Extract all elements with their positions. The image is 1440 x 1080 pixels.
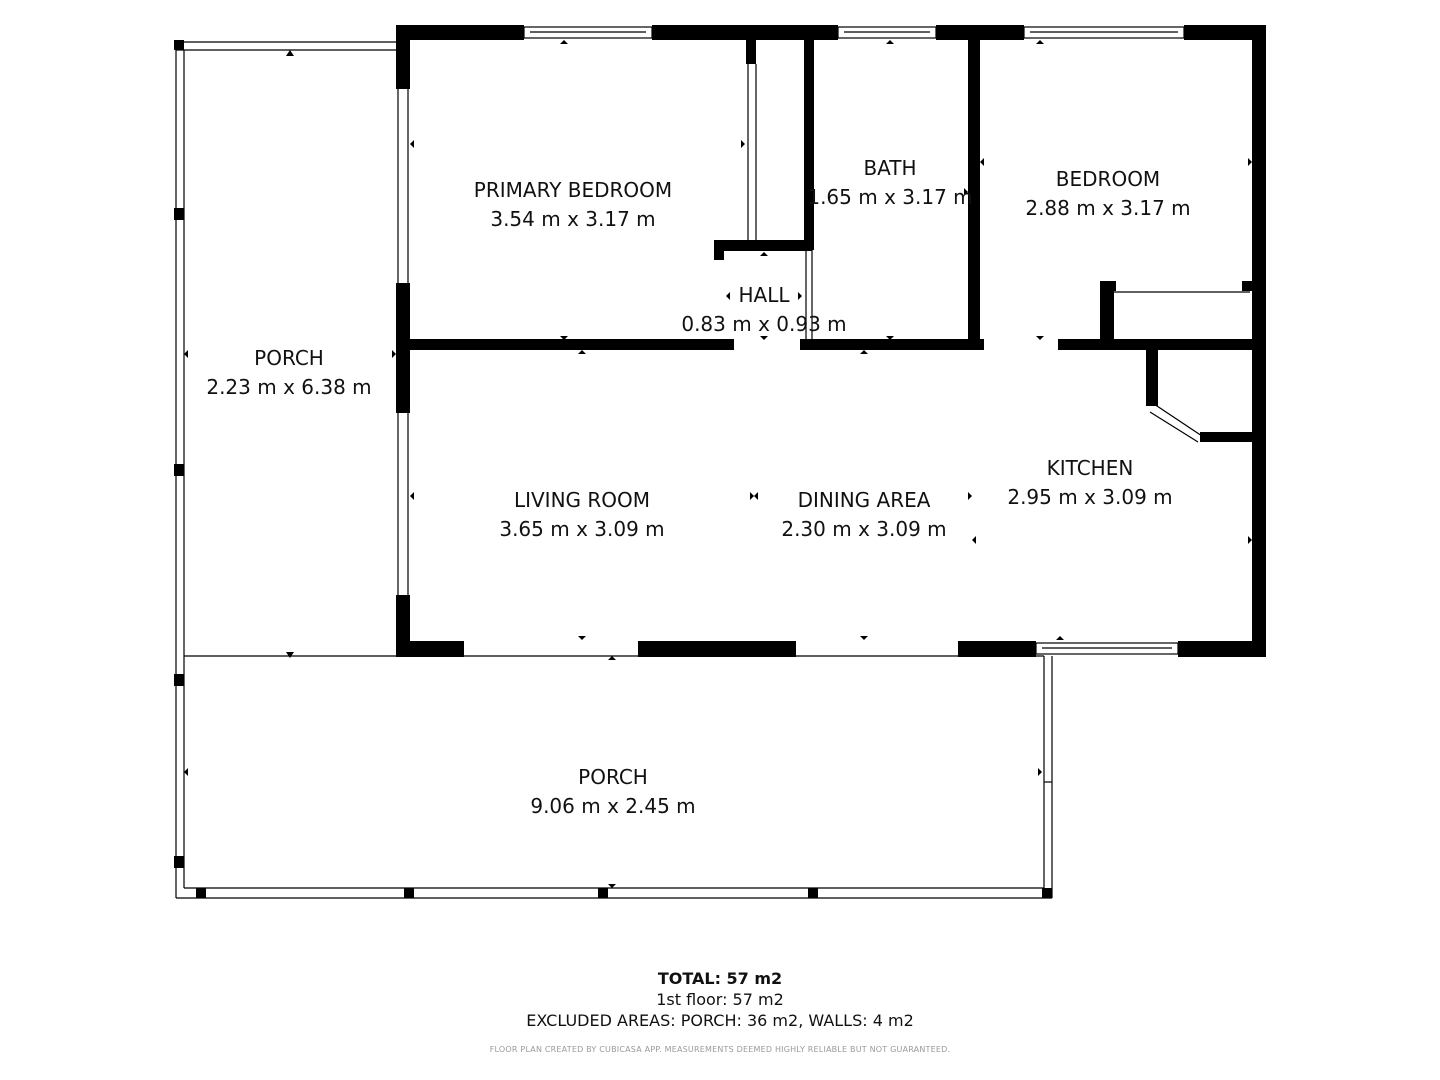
- room-dimensions: 2.95 m x 3.09 m: [1007, 485, 1172, 509]
- room-name: HALL: [738, 283, 790, 307]
- room-label-bath: BATH 1.65 m x 3.17 m: [807, 156, 972, 209]
- room-dimensions: 3.54 m x 3.17 m: [490, 207, 655, 231]
- room-label-dining-area: DINING AREA 2.30 m x 3.09 m: [781, 488, 946, 541]
- room-name: DINING AREA: [798, 488, 931, 512]
- floor-area: 1st floor: 57 m2: [656, 990, 784, 1009]
- room-dimensions: 2.88 m x 3.17 m: [1025, 196, 1190, 220]
- disclaimer: FLOOR PLAN CREATED BY CUBICASA APP. MEAS…: [489, 1045, 951, 1054]
- room-name: PORCH: [254, 346, 324, 370]
- room-label-primary-bedroom: PRIMARY BEDROOM 3.54 m x 3.17 m: [474, 178, 672, 231]
- room-name: BEDROOM: [1056, 167, 1160, 191]
- room-dimensions: 9.06 m x 2.45 m: [530, 794, 695, 818]
- room-name: PORCH: [578, 765, 648, 789]
- room-label-hall: HALL 0.83 m x 0.93 m: [681, 283, 846, 336]
- room-name: BATH: [863, 156, 916, 180]
- room-label-living-room: LIVING ROOM 3.65 m x 3.09 m: [499, 488, 664, 541]
- room-label-bedroom: BEDROOM 2.88 m x 3.17 m: [1025, 167, 1190, 220]
- room-dimensions: 1.65 m x 3.17 m: [807, 185, 972, 209]
- room-label-porch-bottom: PORCH 9.06 m x 2.45 m: [530, 765, 695, 818]
- dimension-markers: [184, 40, 1252, 888]
- room-name: LIVING ROOM: [514, 488, 650, 512]
- room-dimensions: 3.65 m x 3.09 m: [499, 517, 664, 541]
- room-dimensions: 2.30 m x 3.09 m: [781, 517, 946, 541]
- interior-walls: [396, 40, 1266, 443]
- excluded-areas: EXCLUDED AREAS: PORCH: 36 m2, WALLS: 4 m…: [526, 1011, 914, 1030]
- room-dimensions: 2.23 m x 6.38 m: [206, 375, 371, 399]
- room-label-porch-left: PORCH 2.23 m x 6.38 m: [206, 346, 371, 399]
- total-area: TOTAL: 57 m2: [657, 969, 783, 988]
- windows: [397, 26, 1185, 655]
- porch-outline: [174, 40, 1053, 899]
- room-name: KITCHEN: [1047, 456, 1134, 480]
- room-label-kitchen: KITCHEN 2.95 m x 3.09 m: [1007, 456, 1172, 509]
- area-summary: TOTAL: 57 m2 1st floor: 57 m2 EXCLUDED A…: [0, 968, 1440, 1031]
- room-name: PRIMARY BEDROOM: [474, 178, 672, 202]
- room-dimensions: 0.83 m x 0.93 m: [681, 312, 846, 336]
